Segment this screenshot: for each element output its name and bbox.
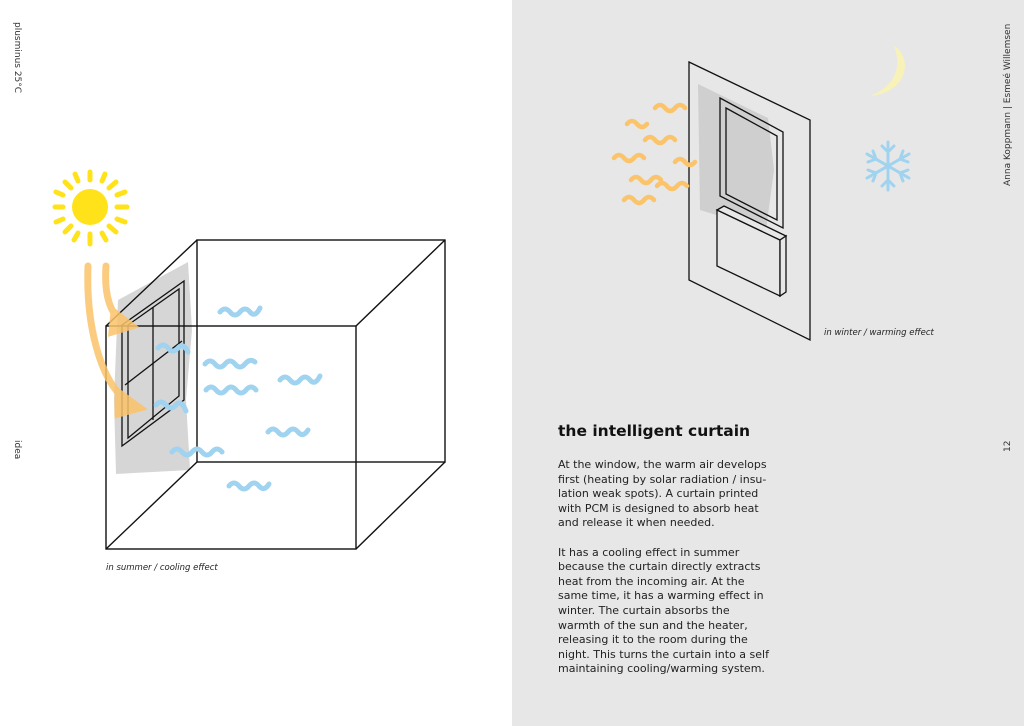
warm-air-squiggles (611, 102, 698, 206)
winter-caption: in winter / warming effect (824, 328, 934, 338)
room-cube (105, 239, 446, 550)
heater (715, 205, 788, 298)
snowflake-icon (865, 140, 911, 192)
summer-caption: in summer / cooling effect (106, 563, 218, 573)
section-label: idea (12, 440, 22, 460)
heat-arrows (84, 262, 148, 419)
article-body: At the window, the warm air develops fir… (558, 458, 773, 692)
page-number: 12 (1003, 440, 1013, 452)
window (719, 96, 784, 230)
wall-panel (688, 60, 811, 342)
authors: Anna Koppmann | Esmeé Willemsen (1003, 23, 1013, 186)
running-head: plusminus 25°C (12, 22, 22, 94)
article-title: the intelligent curtain (558, 422, 751, 440)
cool-air-squiggles (153, 305, 323, 492)
paragraph: At the window, the warm air develops fir… (558, 458, 767, 530)
paragraph: It has a cooling effect in summer becaus… (558, 545, 769, 676)
summer-illustration (52, 169, 446, 550)
winter-illustration (611, 46, 911, 342)
sun-icon (52, 169, 130, 247)
curtain-shape (698, 84, 774, 230)
moon-icon (870, 46, 905, 96)
